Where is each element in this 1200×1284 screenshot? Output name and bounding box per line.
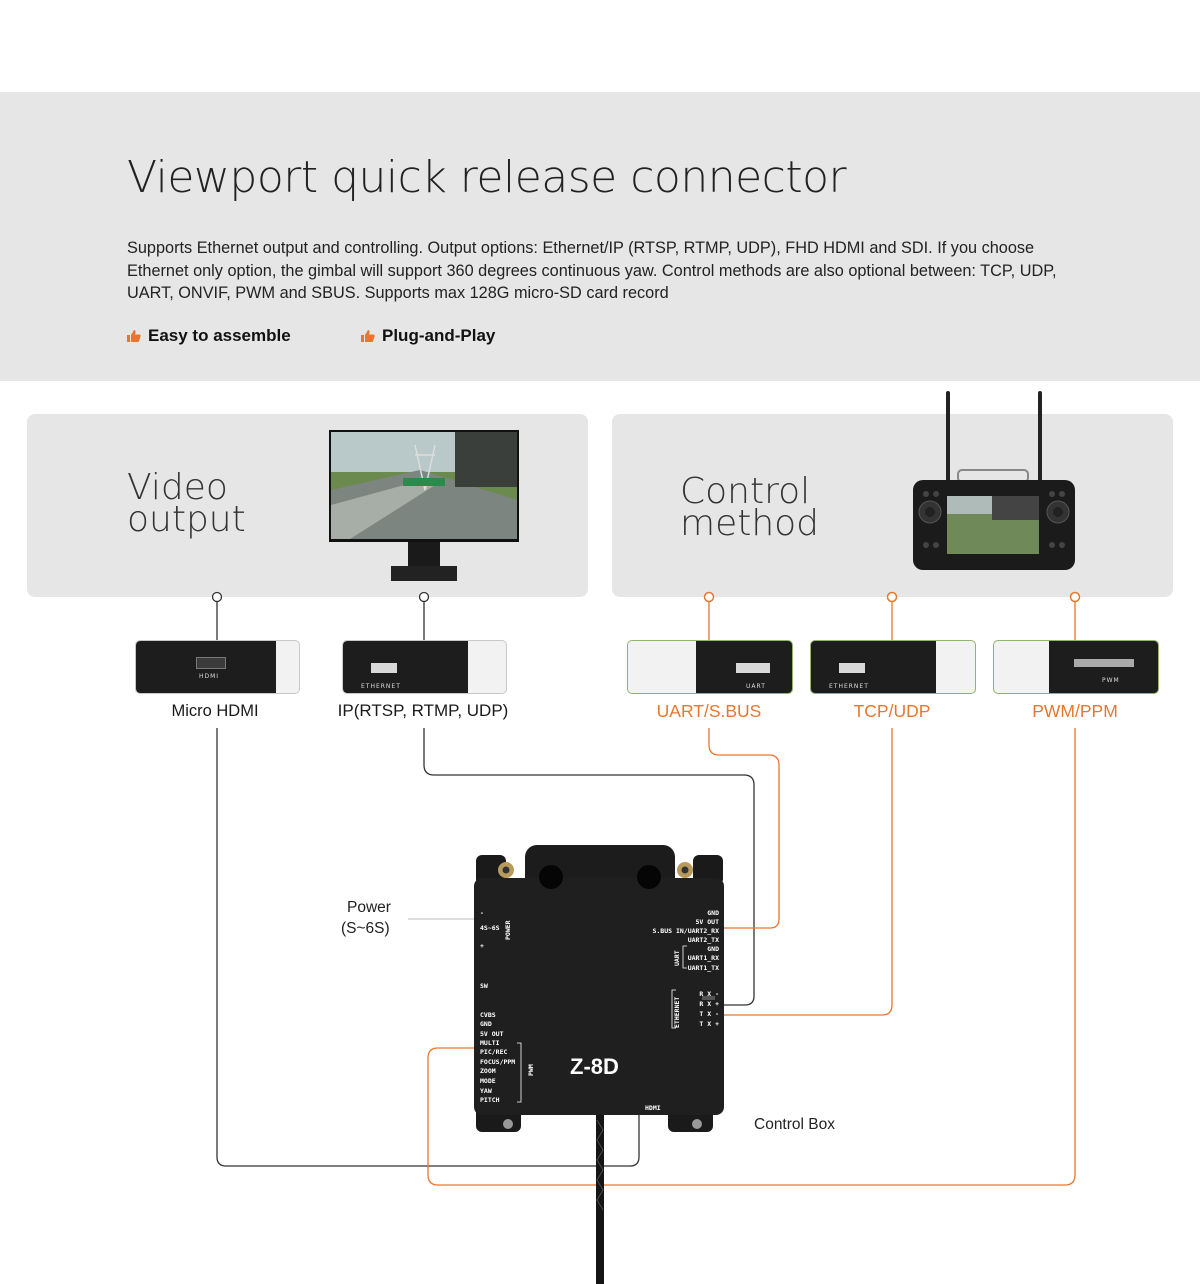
group-label-pwm: PWM bbox=[527, 1064, 535, 1076]
power-label: Power bbox=[347, 899, 391, 916]
feature-label: Easy to assemble bbox=[148, 326, 291, 345]
label-micro-hdmi: Micro HDMI bbox=[171, 702, 259, 720]
pin-label-right: UART2_TX bbox=[688, 936, 719, 944]
port-uart-sbus: UART bbox=[627, 640, 793, 694]
pin-label-left: SW bbox=[480, 982, 488, 990]
port-plate-text: HDMI bbox=[199, 673, 220, 680]
port-micro-hdmi: HDMI bbox=[135, 640, 300, 694]
connector-node bbox=[211, 591, 223, 603]
connector-node bbox=[703, 591, 715, 603]
pin-label-left: + bbox=[480, 942, 484, 950]
feature-plug-and-play: Plug-and-Play bbox=[361, 326, 495, 346]
control-method-wires bbox=[427, 602, 1076, 1186]
section-description: Supports Ethernet output and controlling… bbox=[127, 239, 1057, 302]
hero-section: Viewport quick release connector Support… bbox=[0, 92, 1200, 381]
port-label-hdmi: HDMI bbox=[645, 1104, 661, 1112]
pin-label-left: FOCUS/PPM bbox=[480, 1058, 515, 1066]
port-pwm-ppm: PWM bbox=[993, 640, 1159, 694]
video-output-title: Video output bbox=[127, 467, 246, 540]
group-bracket bbox=[682, 945, 687, 969]
port-ethernet-ip: ETHERNET bbox=[342, 640, 507, 694]
pin-label-right: GND bbox=[707, 945, 719, 953]
pin-label-left: MULTI bbox=[480, 1039, 500, 1047]
port-plate-text: ETHERNET bbox=[829, 683, 869, 690]
feature-easy-assemble: Easy to assemble bbox=[127, 326, 291, 346]
pin-label-left: PIC/REC bbox=[480, 1048, 507, 1056]
pin-label-left: - bbox=[480, 909, 484, 917]
pin-label-right: S.BUS IN/UART2_RX bbox=[652, 927, 719, 935]
label-ip: IP(RTSP, RTMP, UDP) bbox=[337, 701, 509, 720]
monitor-illustration bbox=[329, 430, 519, 581]
pin-label-right: UART1_RX bbox=[688, 954, 719, 962]
pin-label-right: T X + bbox=[699, 1020, 719, 1028]
control-method-panel: Control method bbox=[612, 414, 1173, 597]
pin-label-left: MODE bbox=[480, 1077, 496, 1085]
label-uart-sbus: UART/S.BUS bbox=[656, 701, 762, 721]
connector-node bbox=[886, 591, 898, 603]
control-box-cable bbox=[596, 1112, 604, 1284]
port-tcp-udp: ETHERNET bbox=[810, 640, 976, 694]
pin-label-right: UART1_TX bbox=[688, 964, 719, 972]
group-label-uart: UART bbox=[673, 950, 681, 966]
group-bracket bbox=[517, 1042, 522, 1103]
group-label-ethernet: ETHERNET bbox=[673, 997, 681, 1028]
pin-label-right: R X + bbox=[699, 1000, 719, 1008]
pin-label-right: T X - bbox=[699, 1010, 719, 1018]
pin-label-right: R X - bbox=[699, 990, 719, 998]
pin-label-left: ZOOM bbox=[480, 1067, 496, 1075]
connector-node bbox=[418, 591, 430, 603]
pin-label-right: GND bbox=[707, 909, 719, 917]
connector-node bbox=[1069, 591, 1081, 603]
label-tcp-udp: TCP/UDP bbox=[853, 701, 931, 721]
group-label-power: POWER bbox=[504, 920, 512, 940]
thumbs-up-icon bbox=[127, 330, 141, 342]
group-bracket bbox=[671, 989, 676, 1029]
pin-label-right: 5V OUT bbox=[696, 918, 720, 926]
section-title: Viewport quick release connector bbox=[127, 152, 847, 203]
port-plate-text: ETHERNET bbox=[361, 683, 401, 690]
port-plate-text: PWM bbox=[1102, 677, 1120, 684]
power-range-label: (S~6S) bbox=[341, 920, 390, 937]
control-box-model: Z-8D bbox=[570, 1054, 619, 1079]
feature-label: Plug-and-Play bbox=[382, 326, 496, 345]
label-pwm-ppm: PWM/PPM bbox=[1032, 701, 1118, 721]
pin-label-left: CVBS bbox=[480, 1011, 496, 1019]
remote-controller-illustration bbox=[913, 391, 1075, 570]
pin-label-left: PITCH bbox=[480, 1096, 500, 1104]
pin-label-left: 4S~6S bbox=[480, 924, 500, 932]
thumbs-up-icon bbox=[361, 330, 375, 342]
pin-label-left: 5V OUT bbox=[480, 1030, 504, 1038]
pin-label-left: GND bbox=[480, 1020, 492, 1028]
pin-label-left: YAW bbox=[480, 1087, 492, 1095]
control-box-caption: Control Box bbox=[754, 1116, 835, 1133]
port-plate-text: UART bbox=[746, 683, 766, 690]
control-method-title: Control method bbox=[680, 471, 820, 544]
